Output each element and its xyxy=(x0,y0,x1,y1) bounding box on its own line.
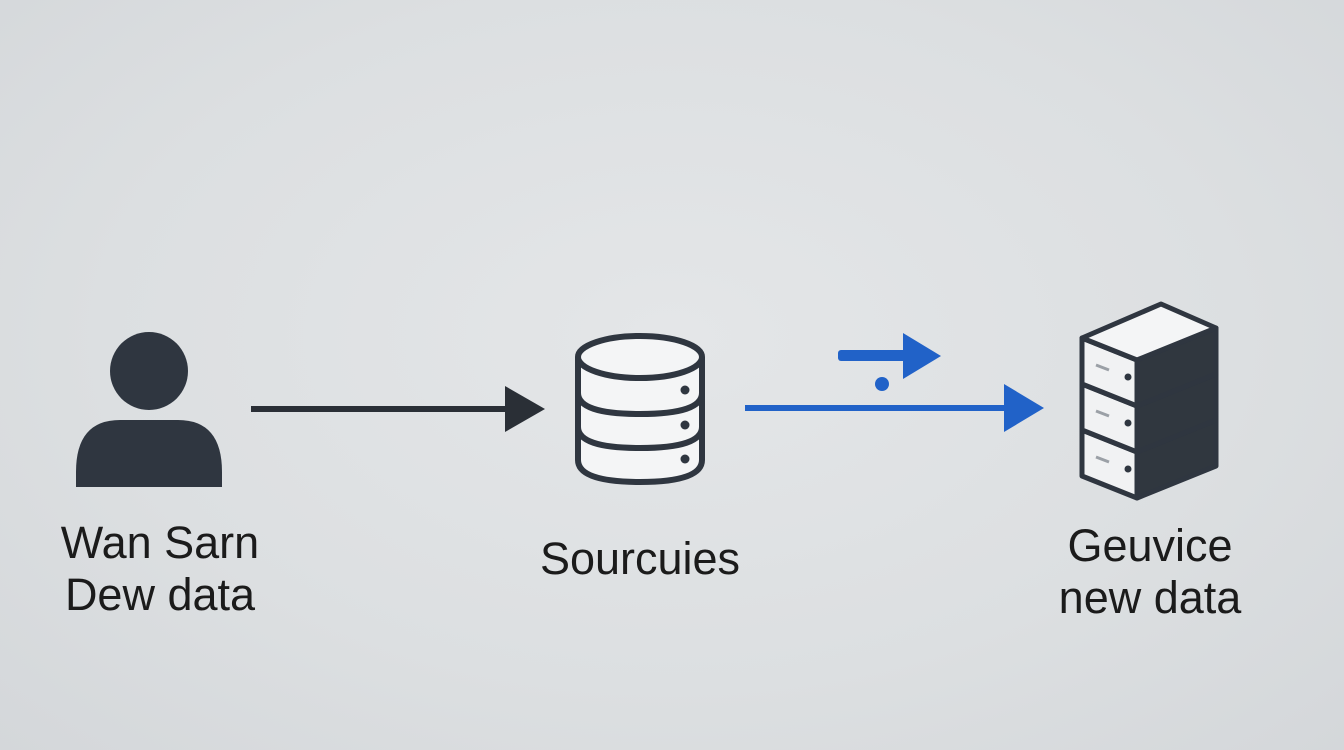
small-blue-arrow-icon xyxy=(838,333,941,391)
service-label-line-1: Geuvice xyxy=(1067,520,1233,571)
source-label-line-1: Sourcuies xyxy=(539,533,741,584)
server-unit-top xyxy=(1079,301,1219,409)
server-unit-bottom xyxy=(1079,417,1219,501)
user-label-line-1: Wan Sarn xyxy=(60,517,260,568)
user-label-line-2: Dew data xyxy=(64,569,256,620)
server-stack-icon xyxy=(1079,301,1219,501)
source-node-label: Sourcuies xyxy=(490,533,790,585)
service-node-label: Geuvice new data xyxy=(1000,520,1300,624)
person-icon xyxy=(76,332,222,487)
database-icon xyxy=(575,333,705,486)
arrow-user-to-source xyxy=(251,386,545,432)
arrow-source-to-service xyxy=(745,384,1044,432)
service-label-line-2: new data xyxy=(1058,572,1242,623)
user-node-label: Wan Sarn Dew data xyxy=(10,517,310,621)
